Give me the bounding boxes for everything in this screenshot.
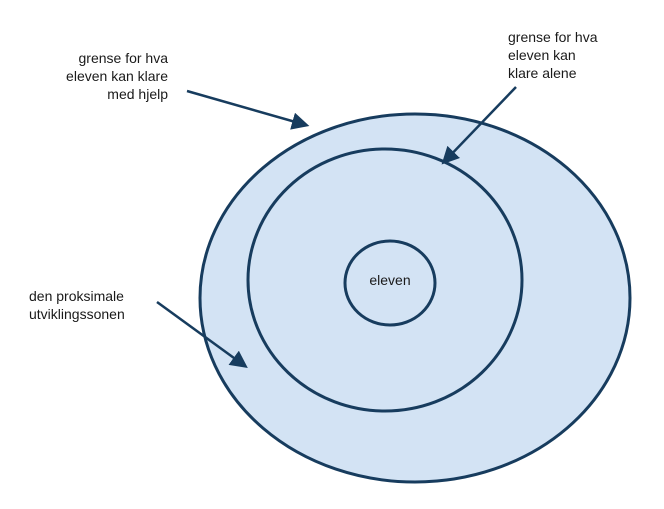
label-with-help: grense for hva eleven kan klare med hjel… (66, 49, 168, 103)
label-zone-line-1: den proksimale (29, 288, 124, 304)
label-zone: den proksimale utviklingssonen (29, 287, 125, 323)
arrow-zone (156, 300, 248, 369)
center-label-eleven: eleven (369, 272, 411, 288)
label-alone: grense for hva eleven kan klare alene (508, 28, 598, 82)
label-alone-line-2: eleven kan (508, 47, 576, 63)
middle-ellipse-alone (246, 147, 524, 413)
label-with-help-line-1: grense for hva (78, 50, 169, 66)
label-alone-line-3: klare alene (508, 65, 577, 81)
label-with-help-line-2: eleven kan klare (66, 68, 168, 84)
inner-ellipse-eleven (343, 239, 437, 327)
outer-ellipse-with-help (198, 112, 632, 484)
label-zone-line-2: utviklingssonen (29, 306, 125, 322)
arrow-alone (441, 86, 517, 165)
label-alone-line-1: grense for hva (508, 29, 598, 45)
arrow-with-help (186, 89, 310, 130)
label-with-help-line-3: med hjelp (107, 86, 168, 102)
